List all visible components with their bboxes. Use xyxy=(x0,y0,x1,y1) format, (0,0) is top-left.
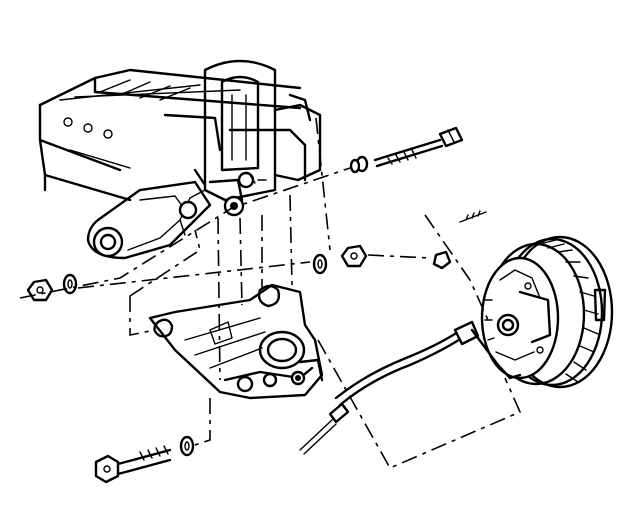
frame-rail xyxy=(38,68,302,202)
assembly-lines xyxy=(19,117,522,470)
upper-link xyxy=(86,178,245,260)
lower-control-arm xyxy=(148,283,324,400)
lower-pivot-bolt xyxy=(94,445,172,484)
bracket-bolt xyxy=(459,210,487,223)
nuts-and-washers xyxy=(26,244,452,457)
backing-plate xyxy=(480,256,560,380)
spring-bracket xyxy=(179,59,322,236)
upper-pivot-bolt xyxy=(349,126,464,174)
brake-hose xyxy=(299,320,500,455)
